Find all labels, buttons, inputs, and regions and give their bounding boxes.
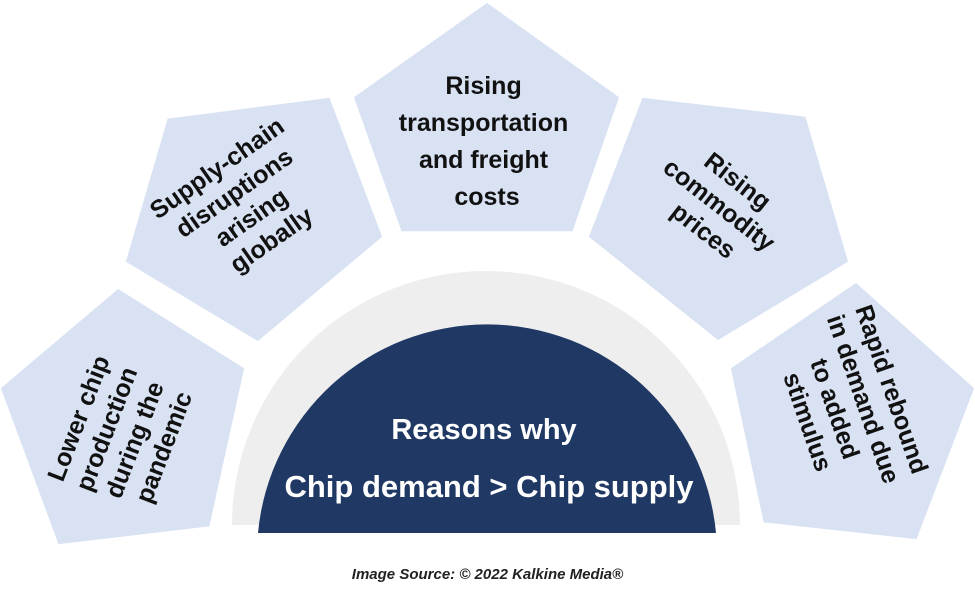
reason-pentagon-2: Supply-chain disruptions arising globall… (124, 96, 384, 343)
reason-1-shape (0, 287, 246, 546)
center-dome-shape (258, 324, 716, 533)
reason-3-line-1: Rising (445, 72, 521, 100)
reason-pentagon-3: Rising transportation and freight costs (352, 1, 621, 233)
image-source-caption: Image Source: © 2022 Kalkine Media® (351, 566, 624, 583)
reason-pentagon-4: Rising commodity prices (587, 96, 850, 342)
reason-pentagon-5: Rapid rebound in demand due to added sti… (729, 281, 975, 541)
center-title: Reasons why (391, 414, 576, 446)
reason-3-line-4: costs (454, 183, 519, 211)
reason-3-line-2: transportation (399, 109, 568, 137)
center-dome: Reasons why Chip demand > Chip supply (258, 324, 716, 533)
reason-pentagon-1: Lower chip production during the pandemi… (0, 287, 246, 546)
reason-4-shape (587, 96, 850, 342)
reason-2-shape (124, 96, 384, 343)
reason-5-shape (729, 281, 975, 541)
reason-3-line-3: and freight (419, 146, 549, 174)
reason-3-text: Rising transportation and freight costs (399, 72, 575, 211)
reason-3-shape (352, 1, 621, 233)
center-subtitle: Chip demand > Chip supply (284, 469, 694, 504)
